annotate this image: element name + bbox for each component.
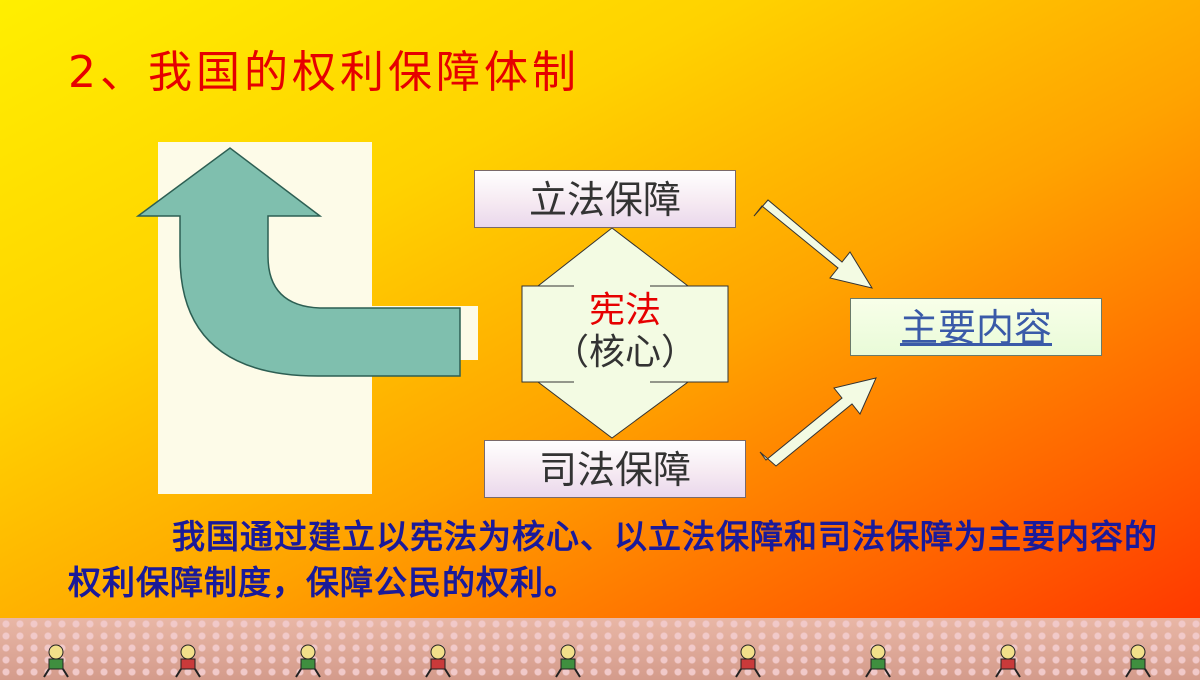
constitution-text: 宪法 [588,290,661,331]
runner-figure-icon [175,644,201,678]
judicial-protection-box: 司法保障 [484,440,746,498]
legislative-protection-box: 立法保障 [474,170,736,228]
runner-figure-icon [295,644,321,678]
diagonal-arrow-icon [759,377,877,467]
slide-title: 2、我国的权利保障体制 [68,47,580,98]
main-content-box[interactable]: 主要内容 [850,298,1102,356]
summary-paragraph: 我国通过建立以宪法为核心、以立法保障和司法保障为主要内容的权利保障制度，保障公民… [68,517,1158,602]
runner-figure-icon [995,644,1021,678]
diagonal-arrow-icon [753,199,874,289]
runner-figure-icon [865,644,891,678]
runner-figure-icon [555,644,581,678]
bent-up-arrow-icon [135,147,461,377]
main-content-link[interactable]: 主要内容 [899,306,1052,350]
runner-figure-icon [425,644,451,678]
runner-figure-icon [43,644,69,678]
double-vertical-arrow-icon [521,227,729,439]
constitution-core-label: 宪法 （核心） [522,290,728,374]
runner-figure-icon [1125,644,1151,678]
runner-figure-icon [735,644,761,678]
core-text: （核心） [552,332,697,373]
